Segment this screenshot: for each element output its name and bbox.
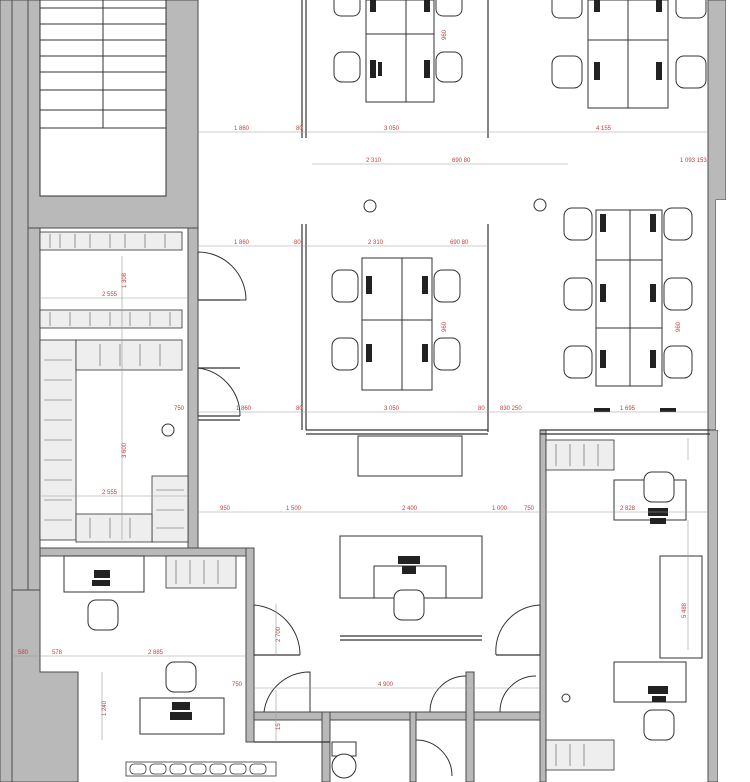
dim-locker-a: 2 555 bbox=[102, 292, 118, 298]
staircase bbox=[39, 0, 167, 197]
dim-reception-v: 2 700 bbox=[276, 626, 282, 642]
door-office-right bbox=[495, 604, 541, 656]
cabinets bbox=[165, 439, 615, 771]
dim-corridor-5: 750 bbox=[524, 506, 535, 512]
dim-locker-b: 2 555 bbox=[102, 490, 118, 496]
door-toilet-2 bbox=[499, 675, 537, 713]
dim-lower-5: 80 bbox=[478, 406, 485, 412]
outer-wall-left bbox=[0, 0, 13, 782]
dim-lower-3: 80 bbox=[296, 406, 303, 412]
door-storage-1 bbox=[197, 251, 247, 301]
dim-left-v-1: 1 308 bbox=[122, 272, 128, 288]
dim-top-4: 4 155 bbox=[596, 126, 612, 132]
dim-desk-v-3: 960 bbox=[676, 321, 682, 332]
ceiling-lamps bbox=[161, 198, 571, 703]
dim-top-2: 80 bbox=[296, 126, 303, 132]
dim-office-left-3: 2 885 bbox=[148, 650, 164, 656]
dim-mid-4: 690 80 bbox=[450, 240, 469, 246]
dimension-lines bbox=[12, 131, 708, 742]
dim-corridor-4: 1 000 bbox=[492, 506, 508, 512]
door-storage-2 bbox=[197, 367, 241, 417]
dim-upper-mid-2: 690 80 bbox=[452, 158, 471, 164]
dim-right-top: 1 093 153 bbox=[680, 158, 707, 164]
bottom-wall bbox=[253, 711, 541, 721]
dim-bottom-2: 4 900 bbox=[378, 682, 394, 688]
office-top-wall bbox=[33, 547, 255, 557]
office-right-wall bbox=[245, 547, 255, 743]
dim-desk-v-1: 960 bbox=[442, 29, 448, 40]
left-column-wall bbox=[27, 227, 41, 591]
dim-mid-1: 1 860 bbox=[234, 240, 250, 246]
dim-bottom-1: 750 bbox=[232, 682, 243, 688]
dim-left-v-2: 3 600 bbox=[122, 442, 128, 458]
dim-lower-7: 1 695 bbox=[620, 406, 636, 412]
dim-desk-v-2: 960 bbox=[442, 321, 448, 332]
dim-lower-1: 750 bbox=[174, 406, 185, 412]
dim-lower-2: 1 860 bbox=[236, 406, 252, 412]
computer-equipment bbox=[92, 0, 676, 720]
dim-lower-6: 830 250 bbox=[500, 406, 522, 412]
door-toilet-3 bbox=[415, 739, 453, 777]
dim-right-office-v: 5 488 bbox=[682, 602, 688, 618]
dimension-labels: 1 860 80 3 050 4 155 2 310 690 80 1 093 … bbox=[18, 29, 707, 730]
dim-top-1: 1 860 bbox=[234, 126, 250, 132]
dim-mid-3: 2 310 bbox=[368, 240, 384, 246]
right-office-wall bbox=[539, 429, 547, 782]
door-corridor-bottom bbox=[263, 671, 311, 713]
stair-well-wall bbox=[27, 0, 199, 229]
locker-rows bbox=[39, 231, 189, 543]
dim-lower-4: 3 050 bbox=[384, 406, 400, 412]
office-chairs bbox=[87, 0, 707, 741]
doors bbox=[197, 251, 541, 777]
dim-right-office: 2 828 bbox=[620, 506, 636, 512]
dim-corridor-1: 950 bbox=[220, 506, 231, 512]
bottom-bench bbox=[125, 761, 277, 777]
lower-left-wall bbox=[11, 589, 79, 782]
dim-mid-2: 80 bbox=[294, 240, 301, 246]
dim-small-v: 15 bbox=[276, 723, 282, 730]
outer-wall-right-low bbox=[707, 429, 719, 782]
storage-wall bbox=[187, 227, 199, 549]
dim-corridor-2: 1 500 bbox=[286, 506, 302, 512]
door-office-left bbox=[253, 604, 301, 656]
dim-corridor-3: 2 400 bbox=[402, 506, 418, 512]
dim-top-3: 3 050 bbox=[384, 126, 400, 132]
door-toilet-1 bbox=[429, 675, 467, 713]
stair-wall-left bbox=[11, 0, 29, 591]
glass-partitions bbox=[198, 0, 710, 743]
dim-office-left-v: 1 240 bbox=[102, 700, 108, 716]
dim-office-left-1: 580 bbox=[18, 650, 29, 656]
dim-upper-mid-1: 2 310 bbox=[366, 158, 382, 164]
dim-office-left-2: 578 bbox=[52, 650, 63, 656]
workstation-desks bbox=[63, 0, 703, 779]
